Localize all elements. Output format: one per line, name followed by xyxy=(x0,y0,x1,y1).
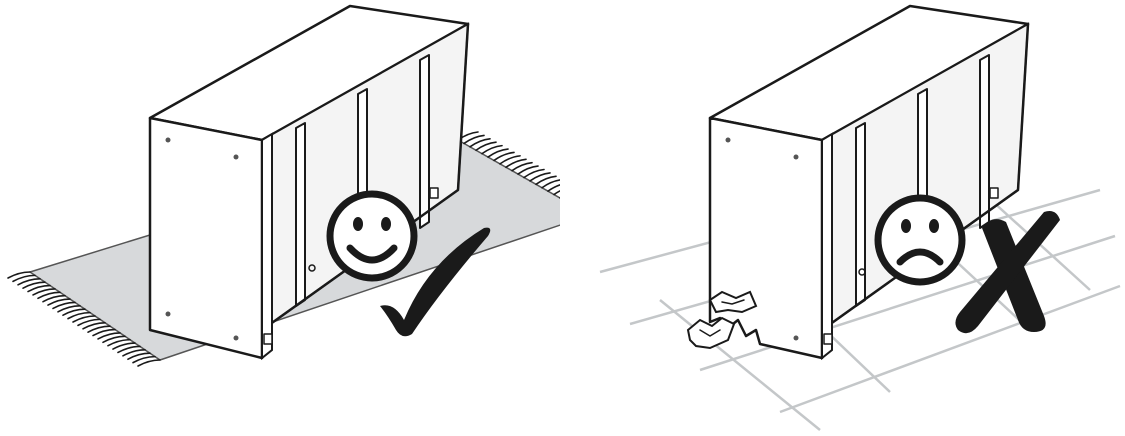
rug-tassel xyxy=(127,352,151,361)
rug-tassel xyxy=(505,158,527,169)
rug-tassel xyxy=(97,332,121,340)
rug-tassel xyxy=(82,321,106,330)
rug-tassel xyxy=(107,338,131,347)
check-mark-icon xyxy=(380,227,491,337)
rug-tassel xyxy=(541,179,560,189)
broken-chip xyxy=(686,290,758,350)
rug-tassel xyxy=(547,184,560,192)
rug-tassel xyxy=(62,308,86,317)
rug-tassel xyxy=(511,161,533,172)
rug-tassel xyxy=(481,144,503,155)
panel-correct xyxy=(7,4,560,367)
rug-tassel xyxy=(67,311,91,320)
rug-tassel xyxy=(132,355,156,364)
rug-tassel xyxy=(523,168,545,179)
rug-tassel xyxy=(535,175,557,186)
sad-face-icon xyxy=(874,194,966,286)
rug-tassel xyxy=(42,294,66,303)
cross-mark-icon xyxy=(955,211,1060,334)
rug-tassel xyxy=(517,165,539,175)
rug-tassel xyxy=(57,305,81,313)
rug-tassel xyxy=(553,190,560,196)
rug-tassel xyxy=(32,288,56,296)
rug-tassel xyxy=(469,138,491,148)
rug-tassel xyxy=(72,315,96,323)
rug-tassel xyxy=(137,359,161,367)
rug-tassel xyxy=(529,172,551,182)
rug-tassel xyxy=(7,271,31,279)
smiley-face-icon xyxy=(326,190,418,282)
rug-tassel xyxy=(493,151,515,162)
rug-tassel xyxy=(17,277,41,286)
rug-tassel xyxy=(122,349,146,357)
rug-tassel xyxy=(87,325,111,333)
rug-tassel xyxy=(47,298,71,306)
rug-tassel xyxy=(112,342,136,350)
rug-fringe xyxy=(7,271,161,367)
rug-tassel xyxy=(52,301,76,310)
rug-tassel xyxy=(499,155,521,165)
rug-tassel xyxy=(37,291,61,300)
rug-tassel xyxy=(27,284,51,293)
rug-tassel xyxy=(487,148,509,158)
rug-tassel xyxy=(102,335,126,344)
rug-tassel xyxy=(12,274,36,283)
rug-tassel xyxy=(475,141,497,152)
rug-tassel xyxy=(77,318,101,327)
panel-incorrect xyxy=(599,4,1121,431)
rug-tassel xyxy=(463,134,485,145)
rug-tassel xyxy=(117,345,141,354)
shelf-unit xyxy=(148,4,470,361)
rug-tassel xyxy=(22,281,46,289)
rug-tassel xyxy=(92,328,116,337)
